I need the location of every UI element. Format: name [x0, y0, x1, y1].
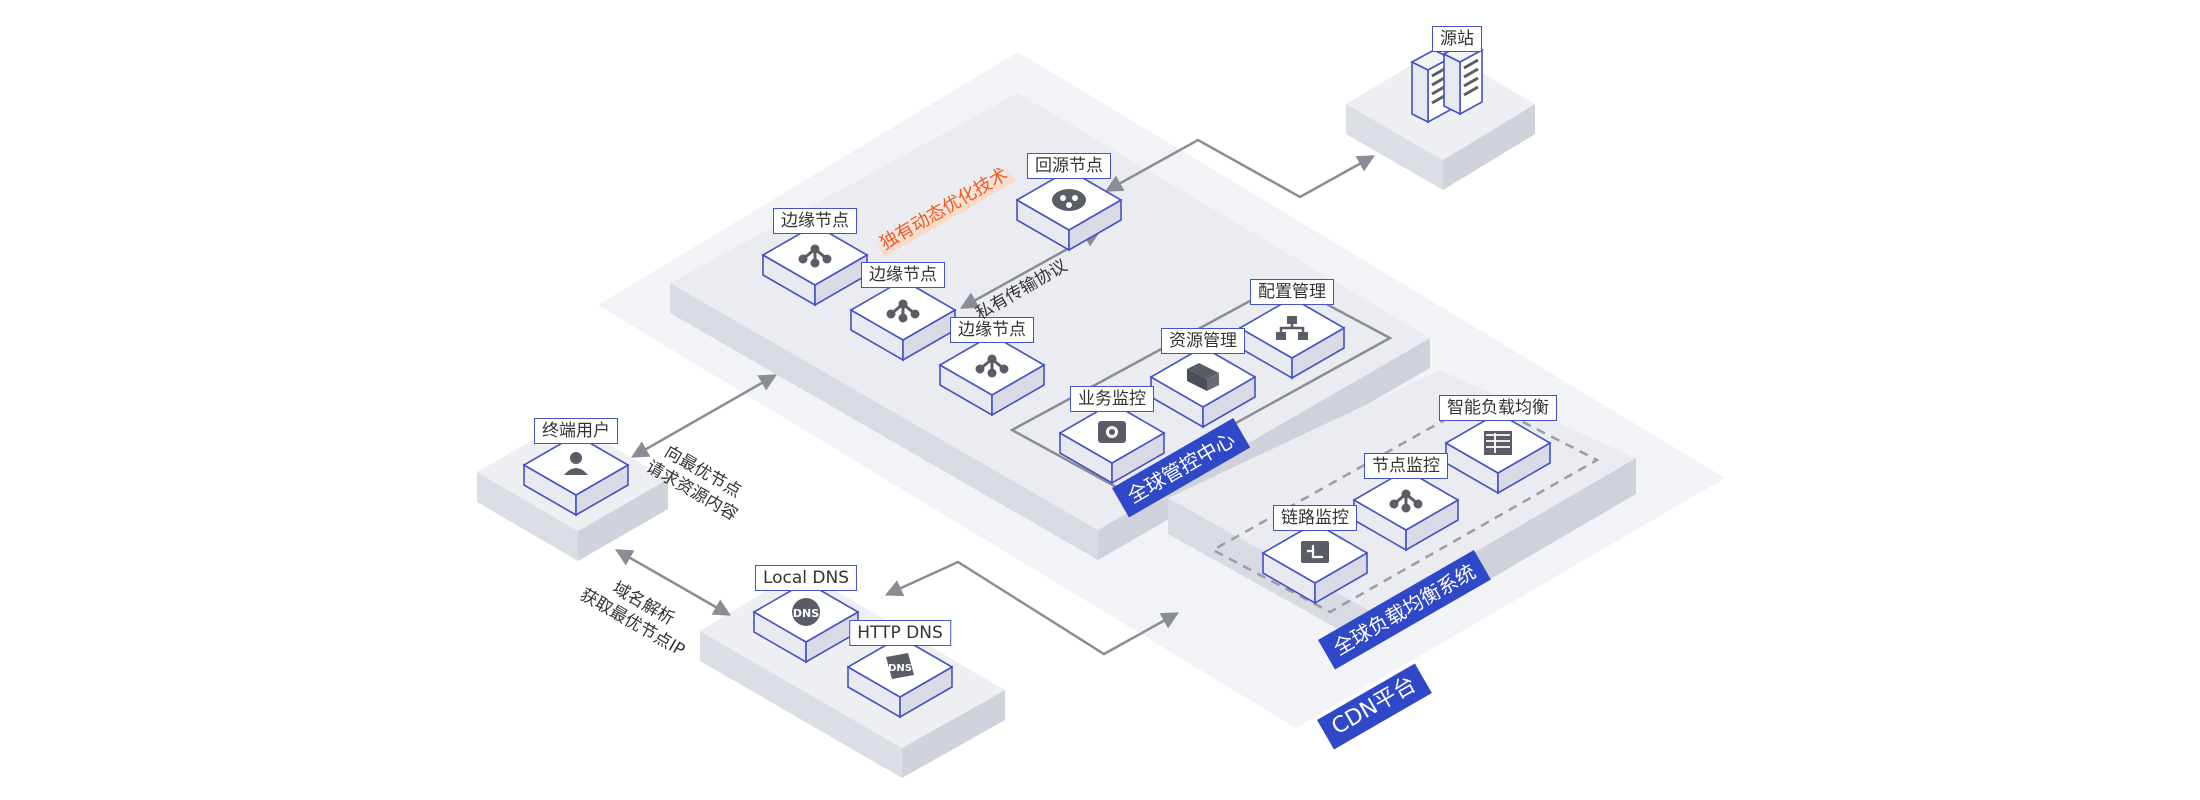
hierarchy-icon: [1276, 316, 1308, 340]
connector-layer: [614, 138, 1376, 656]
user-edge-connector: [630, 374, 778, 458]
lb-system-frame: [1210, 398, 1600, 614]
svg-text:DNS: DNS: [793, 607, 819, 620]
http-dns-label: HTTP DNS: [849, 620, 951, 646]
local-dns-tile: DNS: [752, 581, 860, 664]
share-node-icon: [975, 354, 1009, 378]
resource-mgmt-label: 资源管理: [1161, 328, 1245, 354]
local-dns-label: Local DNS: [754, 565, 858, 591]
svg-text:DNS: DNS: [888, 663, 912, 674]
back-to-source-tile: [1015, 169, 1123, 252]
edge-node-3-tile: [938, 334, 1046, 417]
edge-node-1-tile: [761, 224, 869, 307]
config-mgmt-tile: [1238, 297, 1346, 380]
link-monitor-icon: [1301, 541, 1329, 563]
dns-doc-icon: DNS: [886, 653, 914, 679]
smart-lb-label: 智能负载均衡: [1439, 395, 1557, 421]
dns-lb-connector: [884, 560, 1180, 656]
edge-node-2-label: 边缘节点: [861, 262, 945, 288]
user-dns-connector: [614, 549, 732, 616]
origin-label: 源站: [1432, 26, 1482, 52]
business-monitor-tile: [1058, 402, 1166, 485]
business-monitor-label: 业务监控: [1070, 386, 1154, 412]
node-monitor-tile: [1352, 469, 1460, 552]
share-node-icon: [1389, 489, 1423, 513]
monitor-icon: [1098, 421, 1126, 443]
link-monitor-tile: [1261, 522, 1369, 605]
resource-mgmt-tile: [1149, 346, 1257, 429]
end-user-label: 终端用户: [534, 418, 618, 444]
share-node-icon: [798, 244, 832, 268]
tile-layer: DNS DNS: [522, 41, 1552, 719]
link-monitor-label: 链路监控: [1273, 505, 1357, 531]
dns-globe-icon: DNS: [792, 598, 820, 626]
table-icon: [1484, 431, 1512, 455]
cloud-node-icon: [1052, 189, 1086, 211]
edge-node-3-label: 边缘节点: [950, 317, 1034, 343]
config-mgmt-label: 配置管理: [1250, 279, 1334, 305]
source-to-origin-connector: [1104, 138, 1376, 199]
node-monitor-label: 节点监控: [1364, 453, 1448, 479]
back-to-source-label: 回源节点: [1027, 153, 1111, 179]
smart-lb-tile: [1444, 412, 1552, 495]
http-dns-tile: DNS: [846, 636, 954, 719]
edge-node-1-label: 边缘节点: [773, 208, 857, 234]
end-user-tile: [522, 434, 630, 517]
server-icon: [1410, 41, 1484, 124]
folder-icon: [1187, 363, 1219, 391]
edge-node-2-tile: [849, 279, 957, 362]
user-icon: [564, 452, 588, 475]
share-node-icon: [886, 299, 920, 323]
